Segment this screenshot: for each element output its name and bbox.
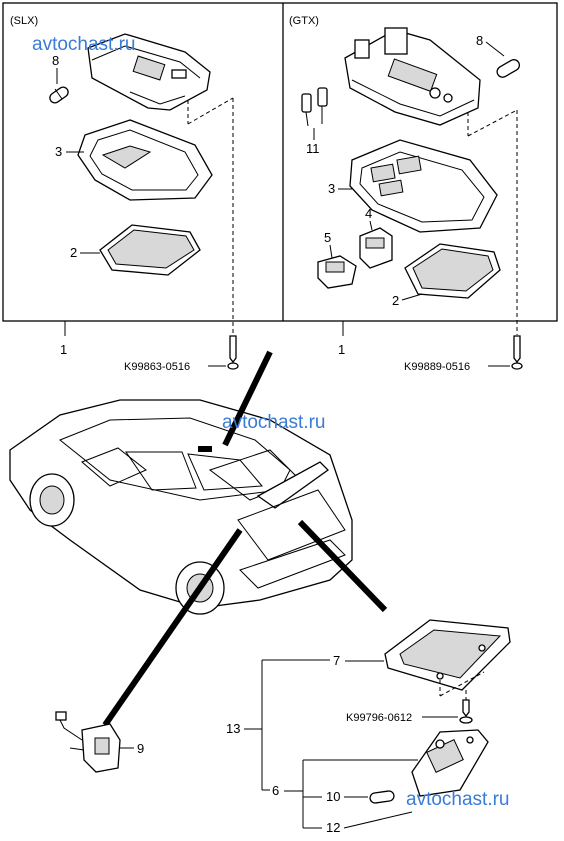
watermark-bottom: avtochast.ru bbox=[406, 789, 510, 810]
room-lamp-housing-slx bbox=[87, 33, 211, 111]
part-number-screw-right: K99889-0516 bbox=[404, 361, 470, 373]
callout-12: 12 bbox=[326, 820, 340, 835]
callout-10: 10 bbox=[326, 789, 340, 804]
callout-4: 4 bbox=[365, 206, 372, 221]
bulbs-11 bbox=[301, 87, 328, 127]
callout-5: 5 bbox=[324, 230, 331, 245]
top-frame bbox=[2, 2, 558, 322]
callout-3-left: 3 bbox=[55, 144, 62, 159]
callout-7: 7 bbox=[333, 653, 340, 668]
callout-2-right: 2 bbox=[392, 293, 399, 308]
callout-8-left: 8 bbox=[52, 53, 59, 68]
switch-5 bbox=[317, 255, 357, 289]
callout-2-left: 2 bbox=[70, 245, 77, 260]
bulb-10 bbox=[369, 790, 395, 804]
screw-left bbox=[227, 335, 239, 370]
lamp-frame-3-gtx bbox=[349, 139, 498, 233]
leader-switch bbox=[102, 528, 243, 727]
callout-11: 11 bbox=[306, 141, 320, 156]
watermark-top: avtochast.ru bbox=[32, 34, 136, 55]
callout-1-left: 1 bbox=[60, 342, 67, 357]
part-number-screw-left: K99863-0516 bbox=[124, 361, 190, 373]
callout-1-right: 1 bbox=[338, 342, 345, 357]
bulb-8-left bbox=[49, 86, 69, 104]
leader-trunk-lamp bbox=[297, 519, 388, 613]
switch-4 bbox=[359, 227, 393, 269]
leader-roof-lamp bbox=[222, 350, 273, 447]
room-lamp-housing-gtx bbox=[344, 27, 481, 126]
screw-right bbox=[511, 335, 523, 370]
trunk-switch-9 bbox=[55, 711, 121, 773]
bulb-8-right bbox=[496, 59, 521, 78]
panel-title-slx: (SLX) bbox=[10, 15, 38, 27]
callout-8-right: 8 bbox=[476, 33, 483, 48]
callout-6: 6 bbox=[272, 783, 279, 798]
lamp-frame-3-slx bbox=[77, 119, 213, 201]
trunk-lamp-housing-6 bbox=[411, 729, 489, 797]
lamp-lens-2-gtx bbox=[404, 243, 501, 299]
screw-trunk bbox=[459, 699, 473, 724]
panel-title-gtx: (GTX) bbox=[289, 15, 319, 27]
callout-3-right: 3 bbox=[328, 181, 335, 196]
trunk-lamp-lens-7 bbox=[384, 619, 511, 691]
watermark-middle: avtochast.ru bbox=[222, 412, 326, 433]
lamp-lens-2-slx bbox=[99, 224, 201, 276]
part-number-screw-trunk: K99796-0612 bbox=[346, 712, 412, 724]
callout-13: 13 bbox=[226, 721, 240, 736]
callout-9: 9 bbox=[137, 741, 144, 756]
